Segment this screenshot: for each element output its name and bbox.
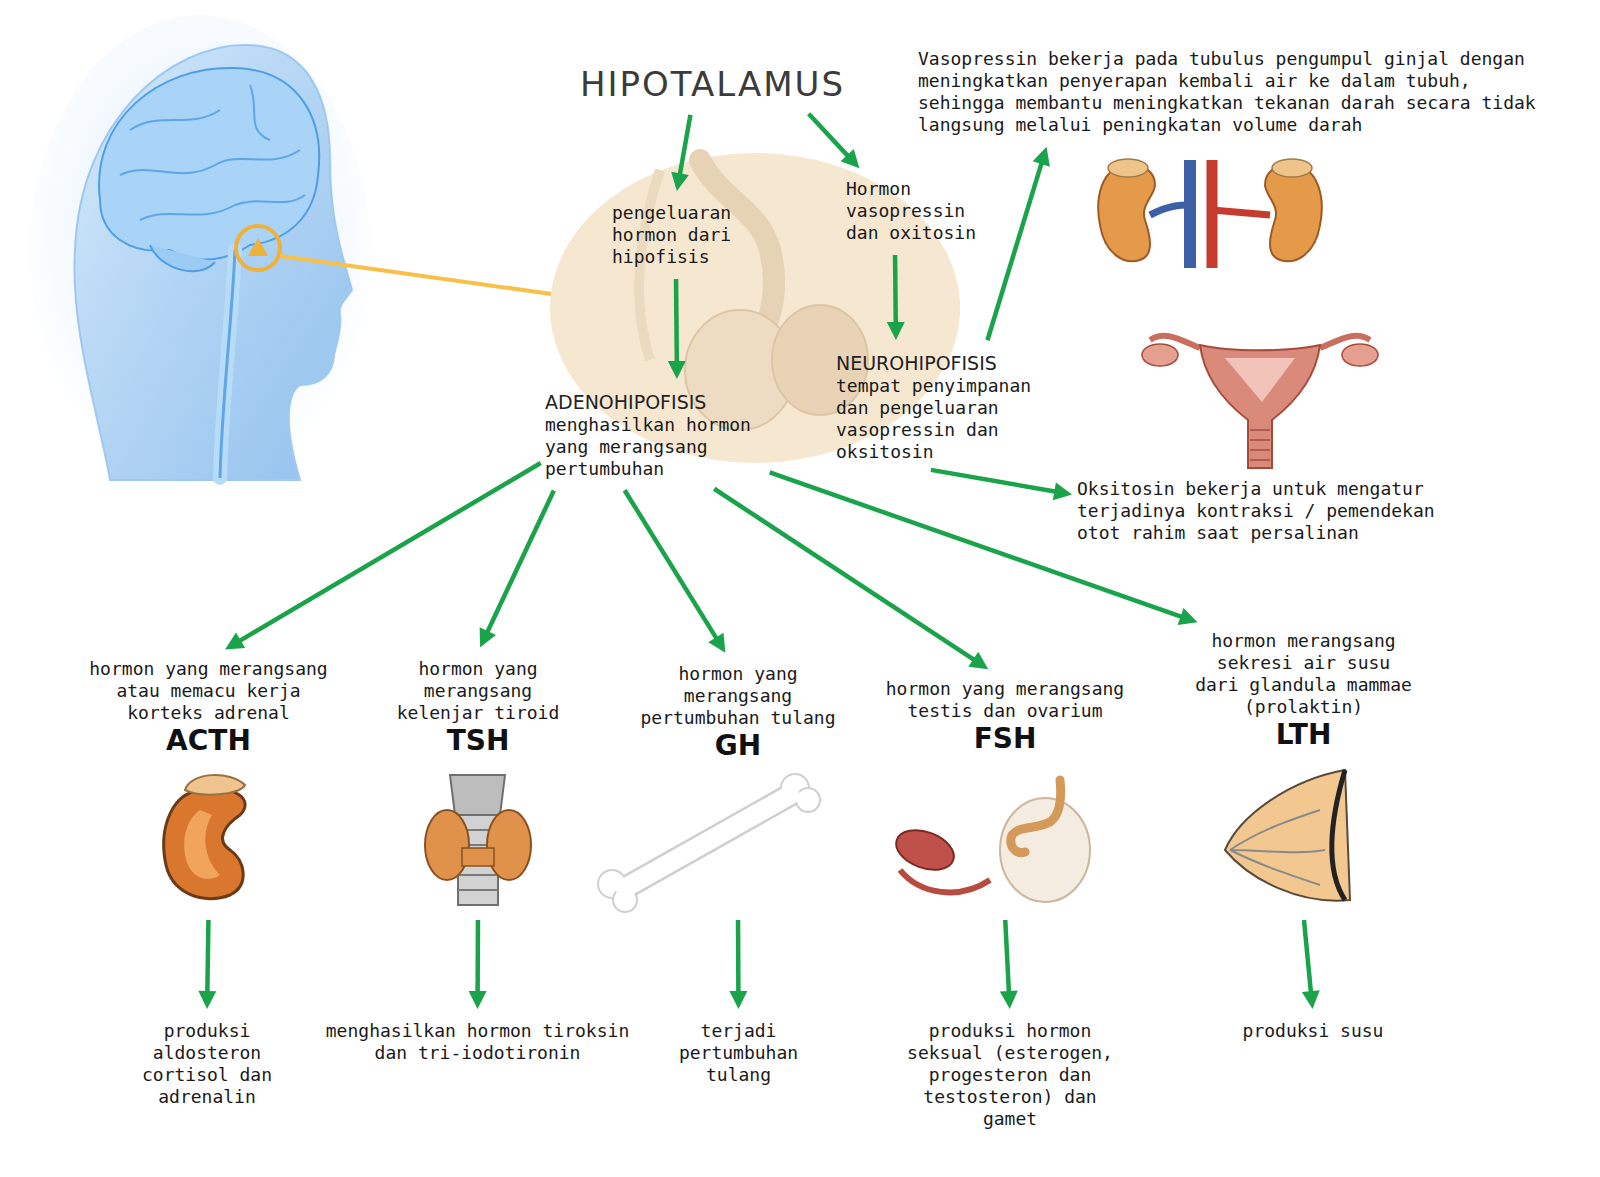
text-label: produksi susu	[1233, 1020, 1393, 1042]
arrow-line	[1005, 920, 1009, 993]
arrow-head	[841, 149, 860, 168]
process-text: pengeluaran hormon dari hipofisis	[612, 196, 772, 274]
arrow-connector	[1000, 920, 1018, 1009]
arrow-connector	[198, 920, 216, 1009]
hormone-abbreviation: ACTH	[86, 724, 331, 758]
arrow-connector	[668, 279, 686, 379]
text-label: terjadi pertumbuhan tulang	[671, 1020, 806, 1086]
gland-heading: NEUROHIPOFISIS	[836, 351, 1036, 375]
effect-text: produksi aldosteron cortisol dan adrenal…	[132, 1014, 282, 1114]
effect-text: produksi susu	[1233, 1014, 1393, 1048]
arrow-head	[198, 991, 216, 1009]
gonad-illustration	[891, 780, 1090, 902]
arrow-connector	[469, 920, 487, 1009]
gland-box: NEUROHIPOFISIStempat penyimpanan dan pen…	[836, 345, 1036, 469]
arrow-head	[1053, 483, 1072, 501]
arrow-line	[680, 115, 691, 175]
thyroid-illustration	[425, 775, 531, 905]
arrow-connector	[1302, 920, 1320, 1009]
arrow-head	[1302, 990, 1320, 1009]
arrow-head	[729, 991, 747, 1009]
arrow-connector	[714, 489, 988, 670]
arrow-connector	[809, 114, 860, 169]
text-label: produksi hormon seksual (esterogen, prog…	[905, 1020, 1115, 1130]
region-title: HIPOTALAMUS	[580, 58, 845, 110]
gland-heading: ADENOHIPOFISIS	[545, 390, 765, 414]
text-label: HIPOTALAMUS	[580, 64, 845, 104]
arrow-connector	[625, 490, 726, 653]
text-label: pengeluaran hormon dari hipofisis	[612, 202, 772, 268]
effect-text: produksi hormon seksual (esterogen, prog…	[905, 1014, 1115, 1136]
arrow-connector	[671, 115, 690, 191]
arrow-line	[1304, 920, 1311, 993]
hormone-box: hormon yang merangsang atau memacu kerja…	[86, 652, 331, 915]
arrow-connector	[887, 255, 905, 340]
text-label: hormon yang merangsang kelenjar tiroid	[393, 658, 563, 724]
note-text: Oksitosin bekerja untuk mengatur terjadi…	[1077, 472, 1447, 550]
hormone-box: hormon yang merangsang kelenjar tiroidTS…	[393, 652, 563, 915]
arrow-head	[1000, 991, 1018, 1009]
process-text: Hormon vasopressin dan oxitosin	[846, 172, 986, 250]
arrow-connector	[987, 147, 1049, 340]
hormone-abbreviation: LTH	[1191, 718, 1416, 752]
effect-text: terjadi pertumbuhan tulang	[671, 1014, 806, 1092]
hormone-abbreviation: FSH	[880, 722, 1130, 756]
text-label: menghasilkan hormon yang merangsang pert…	[545, 414, 765, 480]
arrow-head	[1178, 608, 1198, 625]
text-label: hormon merangsang sekresi air susu dari …	[1191, 630, 1416, 718]
text-label: hormon yang merangsang testis dan ovariu…	[880, 678, 1130, 722]
text-label: Vasopressin bekerja pada tubulus pengump…	[918, 48, 1568, 136]
arrow-line	[625, 490, 717, 639]
arrow-line	[987, 162, 1041, 340]
arrow-head	[480, 627, 496, 647]
text-label: Oksitosin bekerja untuk mengatur terjadi…	[1077, 478, 1447, 544]
arrow-line	[809, 114, 849, 157]
arrow-head	[708, 633, 725, 653]
arrow-line	[714, 489, 975, 661]
hormone-box: hormon yang merangsang pertumbuhan tulan…	[638, 657, 838, 915]
breast-illustration	[1225, 770, 1350, 901]
hormone-box: hormon merangsang sekresi air susu dari …	[1191, 624, 1416, 915]
hormone-box: hormon yang merangsang testis dan ovariu…	[880, 672, 1130, 915]
head-illustration	[30, 15, 590, 485]
arrow-head	[225, 633, 245, 650]
adrenal-illustration	[164, 775, 245, 899]
note-text: Vasopressin bekerja pada tubulus pengump…	[918, 42, 1568, 142]
arrow-head	[887, 322, 905, 340]
arrow-head	[668, 361, 686, 379]
kidney-illustration	[1098, 159, 1321, 268]
effect-text: menghasilkan hormon tiroksin dan tri-iod…	[320, 1014, 635, 1070]
text-label: hormon yang merangsang pertumbuhan tulan…	[638, 663, 838, 729]
arrow-connector	[480, 491, 554, 648]
arrow-head	[968, 652, 988, 669]
arrow-line	[487, 491, 554, 633]
arrow-line	[736, 920, 741, 993]
text-label: tempat penyimpanan dan pengeluaran vasop…	[836, 375, 1036, 463]
arrow-line	[475, 920, 480, 993]
bone-illustration	[598, 774, 820, 912]
arrow-head	[671, 172, 689, 191]
arrow-connector	[931, 470, 1072, 500]
uterus-illustration	[1142, 336, 1378, 468]
arrow-connector	[729, 920, 747, 1009]
arrow-head	[469, 991, 487, 1009]
text-label: menghasilkan hormon tiroksin dan tri-iod…	[320, 1020, 635, 1064]
arrow-line	[931, 470, 1056, 492]
hormone-abbreviation: TSH	[393, 724, 563, 758]
arrow-line	[893, 255, 898, 324]
hormone-abbreviation: GH	[638, 729, 838, 763]
text-label: hormon yang merangsang atau memacu kerja…	[86, 658, 331, 724]
text-label: Hormon vasopressin dan oxitosin	[846, 178, 986, 244]
arrow-head	[1033, 147, 1050, 167]
arrow-line	[674, 279, 679, 363]
gland-box: ADENOHIPOFISISmenghasilkan hormon yang m…	[545, 384, 765, 486]
text-label: produksi aldosteron cortisol dan adrenal…	[132, 1020, 282, 1108]
arrow-line	[207, 920, 208, 993]
